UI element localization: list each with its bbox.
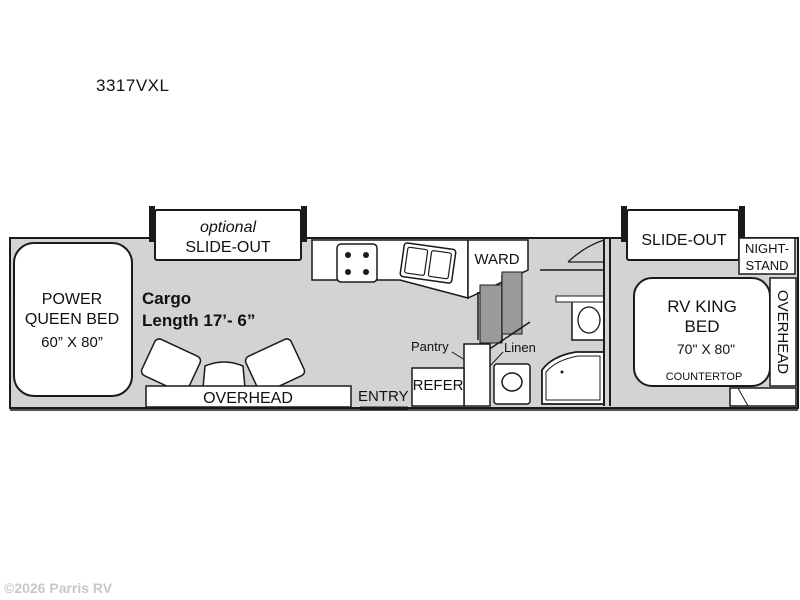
queen-bed-size: 60” X 80”	[41, 334, 103, 351]
cargo-length: Length 17’- 6”	[142, 311, 255, 330]
rear-overhead	[769, 277, 797, 387]
nightstand-label-line1: NIGHT-	[745, 241, 789, 256]
front-slide-optional-label: optional	[200, 219, 256, 236]
copyright-watermark: ©2026 Parris RV	[4, 580, 113, 596]
model-number: 3317VXL	[96, 76, 170, 95]
toilet	[493, 363, 531, 405]
bath-door	[567, 239, 605, 263]
seat-left	[140, 338, 202, 394]
king-bed-size: 70" X 80"	[677, 341, 735, 357]
king-bed-label-line1: RV KING	[667, 297, 737, 316]
front-overhead	[145, 385, 352, 408]
cargo-title: Cargo	[142, 289, 191, 308]
countertop-label: COUNTERTOP	[666, 371, 743, 383]
bathroom-sink	[571, 299, 605, 341]
nightstand-label-line2: STAND	[745, 258, 788, 273]
linen-label: Linen	[504, 340, 536, 355]
seat-right	[244, 338, 306, 394]
king-bed-label-line2: BED	[685, 317, 720, 336]
rear-countertop	[729, 387, 797, 407]
rear-slide-label: SLIDE-OUT	[641, 232, 727, 249]
stove	[336, 243, 378, 283]
refrigerator-label: REFER	[413, 377, 464, 394]
queen-bed-label-line2: QUEEN BED	[25, 311, 119, 328]
bath-cabinet	[555, 295, 605, 303]
front-overhead-label: OVERHEAD	[203, 390, 293, 407]
pantry-label: Pantry	[411, 339, 449, 354]
wardrobe-shelving	[479, 284, 503, 344]
pantry	[463, 343, 491, 407]
refrigerator	[411, 367, 465, 407]
kitchen-sink	[399, 242, 457, 284]
entry-label: ENTRY	[358, 388, 409, 405]
seat-middle	[202, 361, 246, 389]
power-queen-bed	[13, 242, 133, 397]
rear-overhead-label: OVERHEAD	[774, 290, 791, 374]
wardrobe	[467, 239, 529, 300]
nightstand	[738, 237, 796, 275]
shower	[541, 351, 605, 405]
wardrobe-label: WARD	[474, 251, 519, 268]
front-slide-label: SLIDE-OUT	[185, 239, 271, 256]
queen-bed-label-line1: POWER	[42, 291, 102, 308]
